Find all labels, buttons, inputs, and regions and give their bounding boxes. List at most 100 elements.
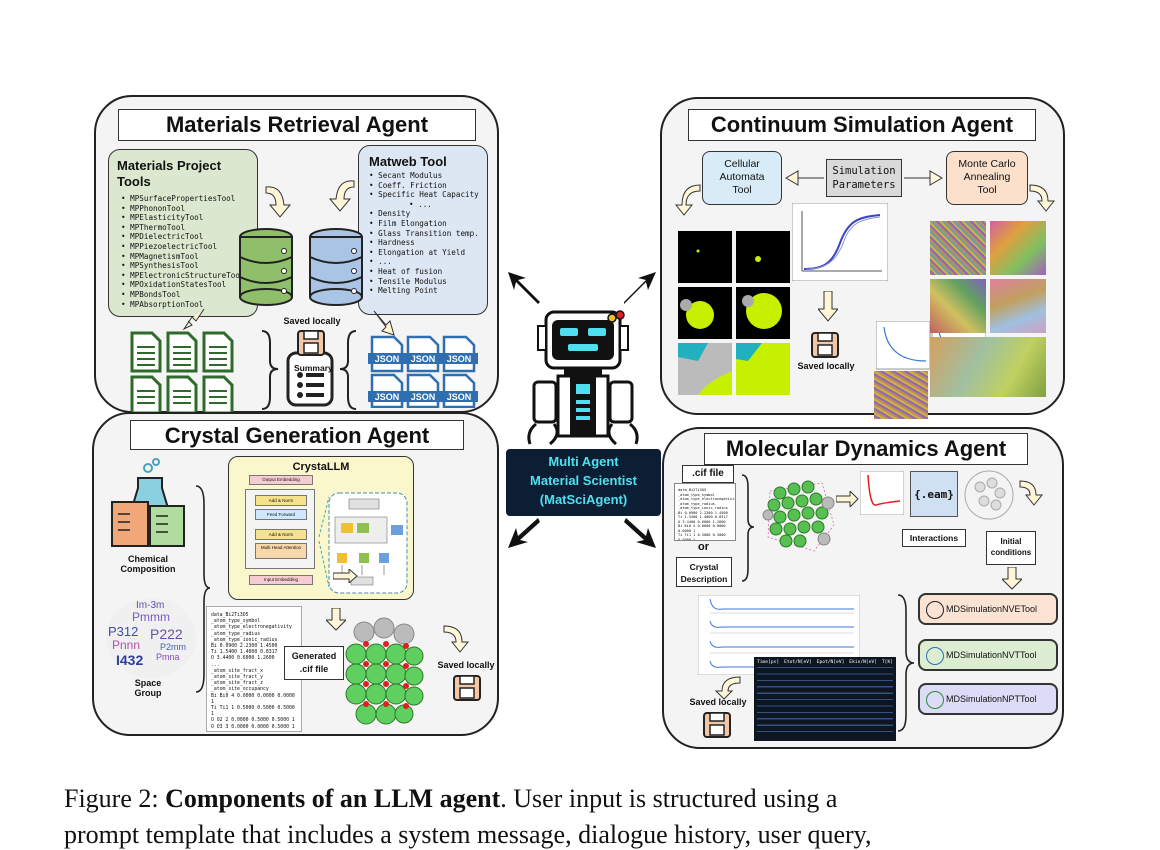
list-item: Melting Point [369, 286, 487, 296]
arrow-icon [182, 308, 205, 331]
floppy-disk-icon [453, 675, 481, 701]
monte-carlo-box: Monte Carlo Annealing Tool [946, 151, 1028, 205]
list-item: MPPhononTool [121, 204, 257, 214]
list-item: Secant Modulus [369, 171, 487, 181]
right-arrow-icon [333, 569, 358, 583]
figure-caption-line2: prompt template that includes a system m… [64, 820, 872, 849]
eam-file-box: {.eam} [910, 471, 958, 517]
arrow-up-right-icon [624, 272, 656, 304]
json-label: JSON [375, 354, 400, 364]
continuum-title: Continuum Simulation Agent [688, 109, 1036, 141]
interactions-box: Interactions [902, 529, 966, 547]
curved-arrow-icon [1029, 184, 1056, 212]
md-output-table: Time[ps] Etot/N[eV] Epot/N[eV] Ekin/N[eV… [754, 657, 896, 741]
crystal-title: Crystal Generation Agent [130, 420, 464, 450]
crystallm-title: CrystaLLM [292, 461, 350, 473]
arrow-down-left-icon [508, 518, 540, 548]
matweb-list: Secant Modulus Coeff. Friction Specific … [359, 171, 487, 296]
md-nve-tool: MDSimulationNVETool [918, 593, 1058, 625]
saved-locally-label: Saved locally [797, 361, 855, 371]
curved-arrow-icon [328, 180, 355, 212]
down-arrow-icon [326, 608, 346, 631]
curved-arrow-icon [265, 186, 292, 218]
continuum-simulation-panel: Continuum Simulation Agent Cellular Auto… [660, 97, 1065, 419]
list-item: Elongation at Yield [369, 248, 487, 258]
matsciagent-label-box: Multi Agent Material Scientist (MatSciAg… [506, 449, 661, 516]
list-item: Specific Heat Capacity [369, 190, 487, 200]
list-item: Heat of fusion [369, 267, 487, 277]
document-icon [166, 375, 198, 413]
database-blue-icon [309, 228, 363, 306]
down-arrow-icon [818, 291, 838, 322]
space-group-wordcloud: Im-3m Pmmm P312 P222 Pnnn I432 Pmna P2mm [106, 598, 196, 678]
saved-locally-label: Saved locally [437, 660, 495, 670]
crystal-structure-icon [345, 617, 424, 725]
json-label: JSON [447, 354, 472, 364]
tools-brace-icon [897, 594, 915, 732]
list-item: Film Elongation [369, 219, 487, 229]
or-label: or [698, 541, 709, 553]
cellular-automata-images [678, 231, 790, 395]
molecular-dynamics-panel: Molecular Dynamics Agent .cif file data_… [662, 427, 1064, 749]
robot-icon [508, 272, 656, 446]
summary-icon [286, 351, 334, 407]
simulation-parameters-box: Simulation Parameters [826, 159, 902, 197]
json-label: JSON [447, 392, 472, 402]
mp-tools-title: Materials Project Tools [117, 158, 222, 189]
floppy-disk-icon [811, 332, 839, 358]
list-item: MPElectronicStructureTool [121, 271, 257, 281]
transformer-stack: Output Embedding Add & Norm Feed Forward… [245, 475, 315, 593]
curved-arrow-icon [443, 625, 470, 653]
bottom-arrows [508, 518, 656, 548]
matweb-tool-box: Matweb Tool Secant Modulus Coeff. Fricti… [358, 145, 488, 315]
table-header: Time[ps] Etot/N[eV] Epot/N[eV] Ekin/N[eV… [757, 660, 893, 665]
floppy-disk-icon [297, 330, 325, 356]
md-title: Molecular Dynamics Agent [704, 433, 1028, 465]
crystal-description-box: Crystal Description [676, 557, 732, 587]
summary-label: Summary [294, 363, 333, 373]
list-item: Coeff. Friction [369, 181, 487, 191]
mp-tools-box: Materials Project Tools MPSurfacePropert… [108, 149, 258, 317]
left-brace-icon [339, 330, 357, 410]
list-item: MPAbsorptionTool [121, 300, 257, 310]
left-arrow-icon [785, 170, 824, 186]
atom-icon [926, 647, 944, 665]
chemical-composition-label: Chemical Composition [120, 554, 176, 574]
figure-caption: Figure 2: Components of an LLM agent. Us… [64, 784, 838, 813]
list-item: ... [369, 200, 487, 210]
list-item: MPMagnetismTool [121, 252, 257, 262]
list-item: Density [369, 209, 487, 219]
json-label: JSON [411, 354, 436, 364]
json-label: JSON [375, 392, 400, 402]
grain-structure-images [874, 221, 1048, 419]
json-icons: JSON JSON JSON JSON JSON JSON [368, 310, 478, 408]
potential-plot [860, 471, 904, 515]
materials-retrieval-panel: Materials Retrieval Agent Materials Proj… [94, 95, 499, 413]
saved-locally-label: Saved locally [689, 697, 747, 707]
list-item: MPElasticityTool [121, 213, 257, 223]
list-item: MPDielectricTool [121, 232, 257, 242]
database-icons [239, 180, 363, 306]
list-item: Tensile Modulus [369, 277, 487, 287]
database-green-icon [239, 228, 293, 306]
floppy-disk-icon [703, 712, 731, 738]
right-arrow-icon [836, 491, 859, 507]
saved-locally-label: Saved locally [283, 316, 341, 326]
arrow-icon [373, 310, 395, 336]
list-item: Hardness [369, 238, 487, 248]
crystallm-box: CrystaLLM Output Embedding Add & Norm Fe… [228, 456, 414, 600]
list-item: Glass Transition temp. [369, 229, 487, 239]
cif-file-label: .cif file [682, 465, 734, 483]
curved-arrow-icon [1019, 480, 1044, 506]
list-item: MPBondsTool [121, 290, 257, 300]
down-arrow-icon [1002, 567, 1022, 590]
input-brace-icon [741, 474, 754, 582]
list-item: MPSurfacePropertiesTool [121, 194, 257, 204]
list-item: ... [369, 257, 487, 267]
document-icon [130, 375, 162, 413]
json-label: JSON [411, 392, 436, 402]
generated-cif-box: Generated .cif file [284, 646, 344, 680]
atom-cluster-icon [762, 480, 835, 552]
md-nvt-tool: MDSimulationNVTTool [918, 639, 1058, 671]
initial-conditions-box: Initial conditions [986, 531, 1036, 565]
